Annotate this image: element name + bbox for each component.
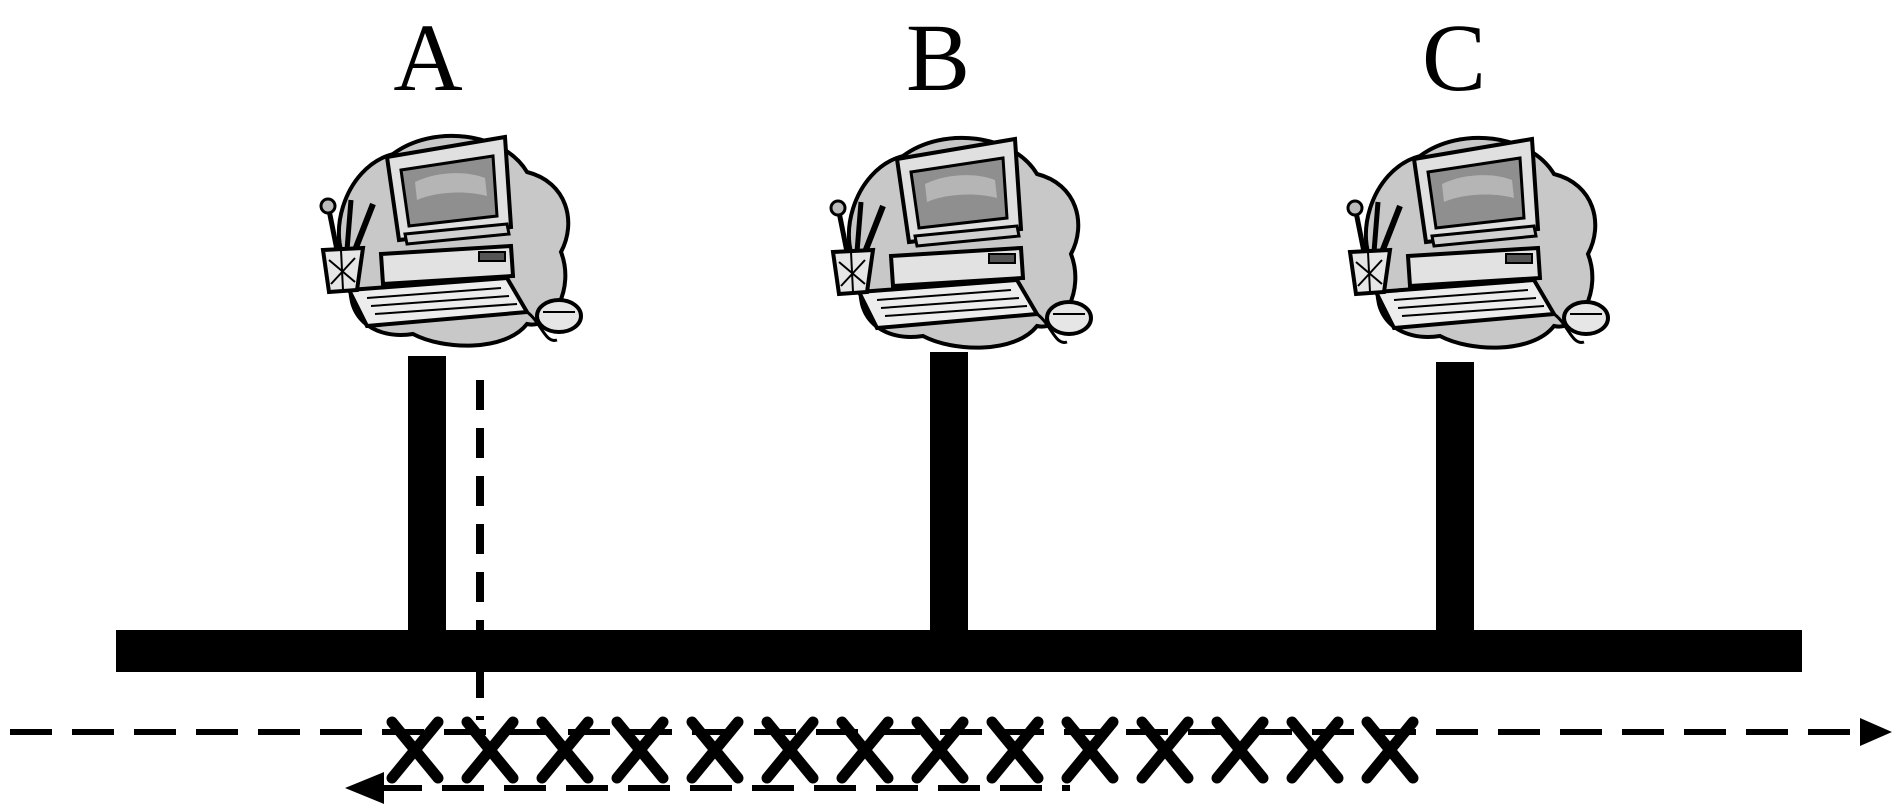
collision-marks	[386, 716, 1419, 784]
drop-line-c	[1436, 362, 1474, 632]
computer-icon-b	[831, 138, 1091, 348]
signal-left-arrow	[345, 772, 1070, 804]
drop-line-b	[930, 352, 968, 632]
node-label-c: C	[1421, 4, 1487, 111]
bus-line	[116, 630, 1802, 672]
drop-line-a	[408, 356, 446, 632]
computer-icon-c	[1348, 138, 1608, 348]
node-label-b: B	[905, 4, 971, 111]
signal-right-arrow	[10, 718, 1892, 746]
computer-icon-a	[321, 136, 581, 346]
node-label-a: A	[393, 4, 463, 111]
